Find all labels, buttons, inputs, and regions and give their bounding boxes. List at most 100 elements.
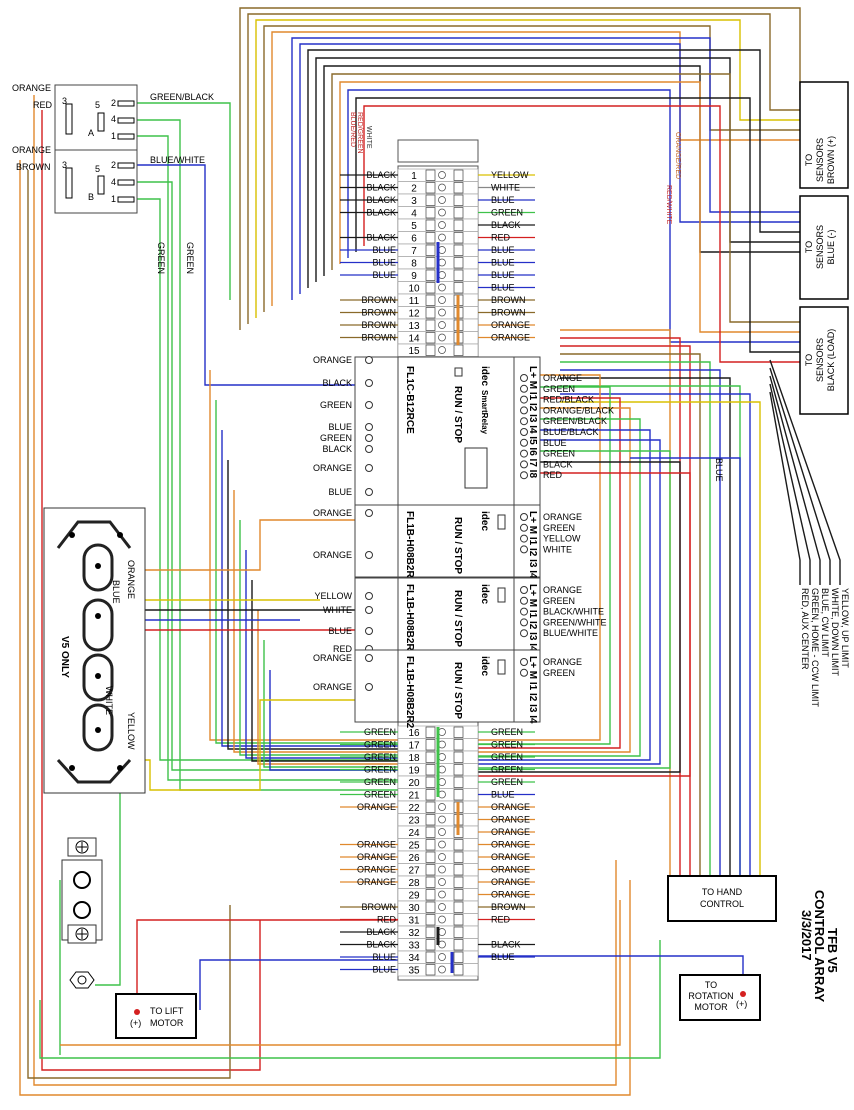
limit-label: RED, AUX CENTER (800, 588, 810, 670)
plc-screw (520, 384, 528, 393)
hand-control-line1: TO HAND (702, 887, 743, 897)
plc-screw (520, 417, 528, 426)
module-runstop: RUN / STOP (452, 590, 463, 647)
plc-screw (520, 438, 528, 447)
side-labels: ORANGEBLACKGREENBLUEGREENBLACKORANGEBLUE… (313, 355, 614, 497)
wire-label-green-b: GREEN (185, 242, 195, 274)
terminal-number: 32 (408, 928, 420, 939)
wire-label-blue-right: BLUE (714, 458, 724, 482)
sensor-wire (339, 81, 800, 333)
terminal-left-label: BLUE (372, 965, 396, 975)
hand-wire (560, 377, 731, 876)
terminal-screw-left (425, 876, 436, 888)
terminal-right-label: GREEN (491, 740, 523, 750)
terminal-screw-right (453, 169, 464, 181)
relay-pin: 3 (62, 160, 67, 170)
terminal-screw (438, 965, 446, 974)
module-right-label: ORANGE (543, 585, 582, 595)
vertical-wire-label: WHITE (365, 126, 372, 149)
terminal-right-label: BLACK (491, 220, 521, 230)
free-wire-labels: BLUE GREEN GREEN (156, 242, 724, 482)
plc-wire (257, 610, 398, 765)
terminal-cell (397, 181, 479, 195)
plc-screw (365, 509, 373, 517)
module-right-label: YELLOW (543, 534, 581, 544)
frame-wire (19, 160, 631, 1096)
terminal-right-label: BROWN (491, 295, 526, 305)
module-switch (497, 659, 506, 675)
module-switch (497, 514, 506, 530)
terminal-number: 10 (408, 284, 420, 295)
limit-wire (769, 391, 801, 585)
plc-wire (215, 400, 398, 744)
terminal-screw (438, 333, 446, 342)
terminal-cell (397, 193, 479, 207)
hand-control-box: TO HAND CONTROL (667, 875, 777, 922)
module-face (397, 577, 515, 651)
relay-pin: 5 (95, 164, 100, 174)
v5-wire (145, 699, 355, 791)
sensor-wire (263, 25, 800, 312)
sensor-wire (363, 105, 800, 363)
terminal-screw-left (425, 207, 436, 219)
plc-main-brand: idec (479, 366, 490, 386)
terminal-right-label: GREEN (491, 777, 523, 787)
terminal-screw (438, 803, 446, 811)
terminal-number: 22 (408, 803, 420, 814)
terminal-screw-left (425, 776, 436, 788)
relay-wire (137, 119, 398, 791)
plc-screw (520, 523, 528, 532)
terminal-screw-right (453, 194, 464, 206)
power-terminal (61, 837, 103, 989)
limit-wire (769, 375, 821, 585)
terminal-screw-left (425, 889, 436, 901)
terminal-screw-left (425, 814, 436, 826)
terminal-screw-right (453, 244, 464, 256)
terminal-screw-right (453, 182, 464, 194)
terminal-number: 4 (411, 209, 417, 220)
terminal-screw (438, 308, 446, 317)
terminal-number: 11 (409, 296, 420, 307)
terminal-screw (438, 865, 446, 874)
plc-wire (209, 370, 398, 741)
sensor-wire (291, 37, 800, 300)
terminal-right-label: BROWN (491, 902, 526, 912)
terminal-right-label: ORANGE (491, 852, 530, 862)
terminal-screw-right (453, 739, 464, 751)
terminal-screw-right (453, 344, 464, 356)
vertical-wire-label: BLUE/RED (349, 112, 356, 147)
plc-wire (233, 490, 398, 753)
limit-wire (769, 367, 831, 585)
terminal-screw (438, 321, 446, 329)
plc-screw (520, 607, 528, 616)
relay-pin: 2 (111, 98, 116, 108)
terminal-screw-right (453, 232, 464, 244)
module-brand: idec (479, 584, 490, 604)
sensor-wire (347, 89, 800, 343)
terminal-right-label: RED (491, 233, 511, 243)
relay-wire-label: ORANGE (12, 83, 51, 93)
terminal-left-label: GREEN (364, 740, 396, 750)
v5-plate: V5 ONLY BLUE ORANGE WHITE YELLOW (43, 507, 146, 794)
terminal-screw-right (453, 926, 464, 938)
terminal-number: 1 (411, 171, 417, 182)
terminal-left-label: GREEN (364, 765, 396, 775)
sensor-wire (355, 97, 800, 353)
terminal-screw-right (453, 901, 464, 913)
terminal-left-label: BROWN (362, 295, 397, 305)
plc-screw (520, 668, 528, 677)
plc-wire (239, 520, 398, 756)
title-block: TFB V5 CONTROL ARRAY 3/3/2017 (799, 890, 840, 1003)
plc-screw (365, 401, 373, 409)
power-wire (39, 940, 661, 1059)
sensor-wire (307, 49, 800, 288)
terminal-screw (438, 728, 446, 736)
terminal-left-label: ORANGE (357, 852, 396, 862)
terminal-screw-left (425, 332, 436, 344)
plc-screw (520, 534, 528, 543)
rotation-motor-box: TO ROTATION MOTOR (+) (679, 974, 761, 1021)
